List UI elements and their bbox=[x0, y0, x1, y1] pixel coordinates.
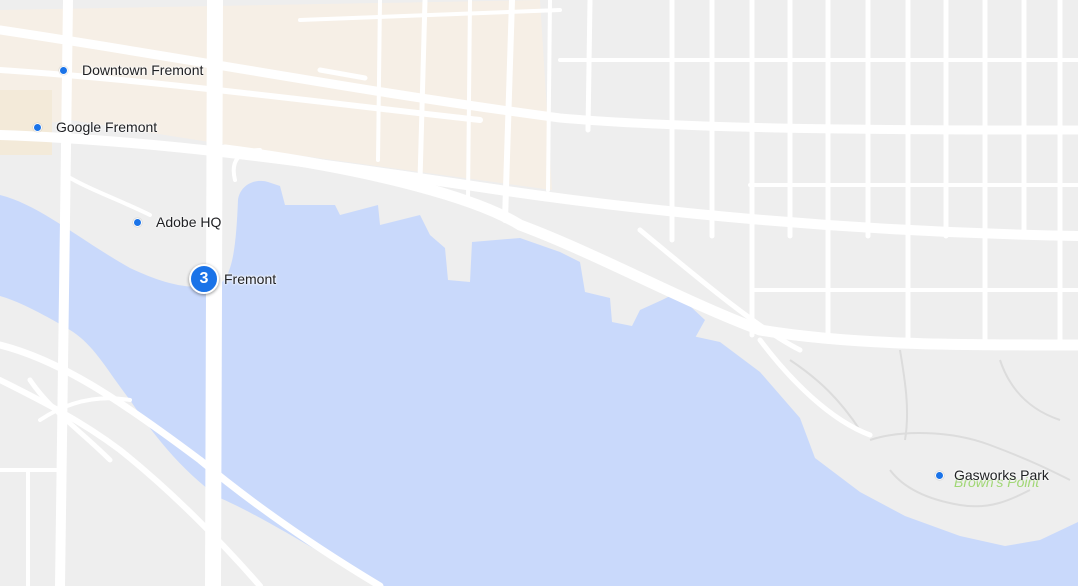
marker-cluster-fremont[interactable]: 3 Fremont bbox=[189, 264, 276, 294]
lake-water bbox=[0, 180, 1078, 586]
cluster-label: Fremont bbox=[224, 271, 277, 287]
road-arterial-mid bbox=[0, 130, 1078, 241]
poi-label: Gasworks Park bbox=[954, 467, 1049, 483]
cluster-count-badge[interactable]: 3 bbox=[189, 264, 219, 294]
road-arterial-north bbox=[0, 25, 1078, 135]
street-v-3 bbox=[585, 0, 593, 133]
highway-west bbox=[55, 0, 73, 586]
street-h-4 bbox=[298, 8, 562, 22]
highway-ramp-4 bbox=[38, 396, 132, 422]
street-v-17 bbox=[546, 0, 552, 192]
highway-ramp-3 bbox=[27, 377, 113, 463]
street-west-shore bbox=[231, 148, 262, 182]
street-v-15 bbox=[376, 0, 382, 162]
park-path-2 bbox=[889, 469, 1031, 508]
bridge-deck bbox=[205, 0, 223, 586]
poi-label: Adobe HQ bbox=[156, 214, 222, 230]
poi-marker-icon bbox=[935, 470, 944, 480]
poi-marker-icon bbox=[33, 122, 42, 132]
park-paths bbox=[789, 349, 1071, 508]
poi-adobe-hq[interactable]: Adobe HQ bbox=[133, 214, 221, 230]
poi-marker-icon bbox=[133, 217, 142, 227]
poi-gasworks-park[interactable]: Gasworks Park bbox=[935, 467, 1049, 483]
poi-marker-icon bbox=[59, 65, 68, 75]
park-path-4 bbox=[999, 359, 1061, 421]
highway-ramp-2 bbox=[0, 377, 263, 586]
highway-ramp-1 bbox=[0, 341, 384, 586]
park-path-5 bbox=[789, 359, 861, 431]
street-v-1 bbox=[502, 0, 515, 223]
poi-label: Google Fremont bbox=[56, 119, 158, 135]
street-west-curve bbox=[63, 173, 152, 217]
park-area-label: Brown's Point bbox=[954, 474, 1040, 490]
street-v-2 bbox=[417, 0, 428, 183]
poi-downtown-fremont[interactable]: Downtown Fremont bbox=[59, 62, 203, 78]
road-secondary-1 bbox=[0, 67, 483, 123]
road-gasworks bbox=[757, 337, 873, 438]
urban-block-google bbox=[0, 90, 52, 155]
park-path-3 bbox=[899, 349, 909, 441]
road-shore-lower bbox=[637, 227, 803, 353]
poi-label: Downtown Fremont bbox=[82, 62, 204, 78]
poi-google-fremont[interactable]: Google Fremont bbox=[33, 119, 157, 135]
street-v-16 bbox=[466, 0, 472, 202]
road-secondary-2 bbox=[317, 67, 368, 81]
park-path-1 bbox=[869, 432, 1071, 481]
